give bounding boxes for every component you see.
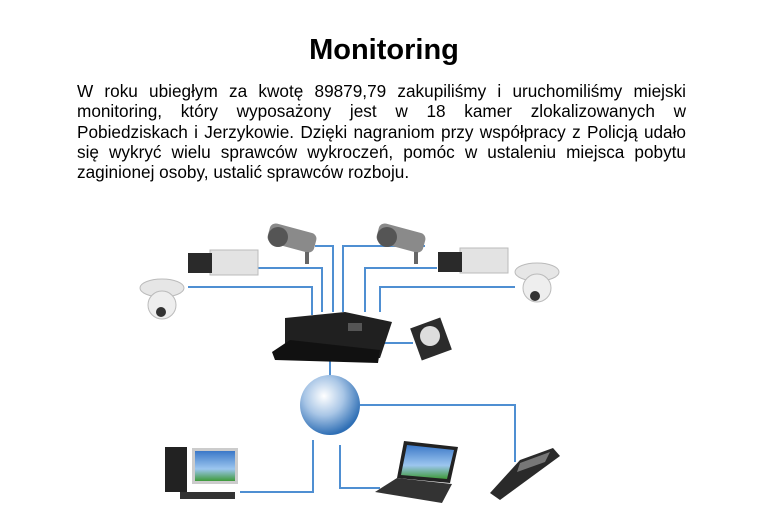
globe-internet-icon <box>300 375 360 435</box>
dome-camera-right-icon <box>514 262 560 303</box>
laptop-icon <box>375 441 458 503</box>
bullet-camera-right-icon <box>376 223 426 264</box>
connection-lines <box>188 245 516 493</box>
bullet-camera-left-icon <box>267 223 317 264</box>
mobile-phone-icon <box>490 448 560 500</box>
slide-paragraph: W roku ubiegłym za kwotę 89879,79 zakupi… <box>77 81 686 183</box>
hard-drive-icon <box>410 317 452 361</box>
box-camera-right-icon <box>438 247 509 274</box>
dome-camera-left-icon <box>139 278 185 320</box>
box-camera-left-icon <box>188 249 259 276</box>
dvr-recorder-icon <box>272 312 392 363</box>
slide-title: Monitoring <box>309 34 459 66</box>
desktop-computer-icon <box>165 447 238 499</box>
